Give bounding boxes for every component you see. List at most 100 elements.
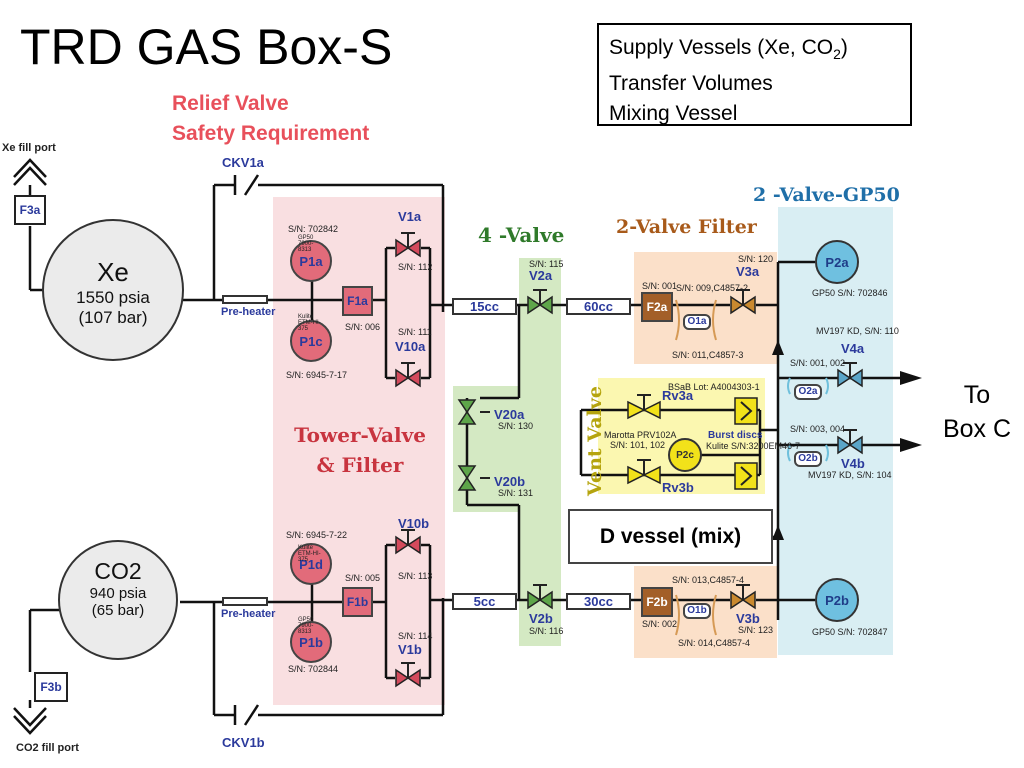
pressure-sensor-p1d: P1d — [290, 543, 332, 585]
co2-fill-port-label: CO2 fill port — [16, 742, 79, 754]
filter-f2a: F2a — [641, 292, 673, 322]
co2-tank: CO2 940 psia (65 bar) — [58, 540, 178, 660]
valve-v4a-label: V4a — [841, 341, 865, 356]
serial-f2a: S/N: 001 — [642, 281, 678, 291]
preheater-xe — [222, 295, 268, 304]
serial-f2a-b: S/N: 009,C4857-2 — [676, 283, 749, 293]
serial-v10b: S/N: 113 — [398, 571, 433, 581]
pressure-sensor-p1a: P1a — [290, 240, 332, 282]
valve-v10a-label: V10a — [395, 339, 426, 354]
orifice-o1a: O1a — [683, 314, 711, 330]
relief-line-2: Safety Requirement — [172, 122, 370, 145]
serial-v20b: S/N: 131 — [498, 488, 534, 498]
legend-line-3: Mixing Vessel — [609, 102, 738, 126]
preheater-co2-label: Pre-heater — [221, 608, 276, 620]
legend-line-2: Transfer Volumes — [609, 72, 773, 96]
valve-rv3b-label: Rv3b — [662, 480, 694, 495]
valve-v2b-label: V2b — [529, 611, 553, 626]
page-title: TRD GAS Box-S — [20, 19, 393, 75]
xe-tank-psia: 1550 psia — [76, 288, 150, 307]
ckv1b-label: CKV1b — [222, 735, 265, 750]
legend-line-1: Supply Vessels (Xe, CO2) — [609, 36, 848, 63]
serial-v4b: MV197 KD, S/N: 104 — [808, 470, 892, 480]
pressure-sensor-p2c: P2c — [668, 438, 702, 472]
serial-v20a: S/N: 130 — [498, 421, 534, 431]
co2-tank-name: CO2 — [94, 558, 142, 584]
burst-discs-label: Burst discs — [708, 430, 763, 441]
co2-tank-psia: 940 psia — [89, 585, 147, 602]
volume-30cc: 30cc — [566, 593, 631, 610]
valve-v4b-label: V4b — [841, 456, 865, 471]
filter-f2b: F2b — [641, 587, 673, 617]
pressure-sensor-p1c: P1c — [290, 320, 332, 362]
serial-p1d: S/N: 6945-7-22 — [286, 530, 348, 540]
ckv1a-label: CKV1a — [222, 155, 264, 170]
serial-v2a: S/N: 115 — [529, 259, 564, 269]
valve-v1b-label: V1b — [398, 642, 422, 657]
valve-v3a-label: V3a — [736, 264, 760, 279]
serial-v3a: S/N: 120 — [738, 254, 774, 264]
valve-v2a-label: V2a — [529, 268, 553, 283]
volume-15cc: 15cc — [452, 298, 517, 315]
serial-bsab: BSaB Lot: A4004303-1 — [668, 382, 760, 392]
tower-section-title: Tower-Valve& Filter — [294, 423, 426, 477]
xe-tank-bar: (107 bar) — [78, 308, 148, 327]
xe-fill-port-label: Xe fill port — [2, 142, 56, 154]
serial-o1b: S/N: 014,C4857-4 — [678, 638, 751, 648]
valve-v20b-label: V20b — [494, 474, 526, 489]
serial-f2b: S/N: 002 — [642, 619, 678, 629]
serial-p2a: GP50 S/N: 702846 — [812, 288, 888, 298]
pressure-sensor-p2b: P2b — [815, 578, 859, 622]
serial-o2b: S/N: 003, 004 — [790, 424, 846, 434]
volume-60cc: 60cc — [566, 298, 631, 315]
four-valve-section-bg — [519, 258, 561, 646]
serial-f1b: S/N: 005 — [345, 573, 381, 583]
model-p1b: GP50 7900-8313 — [298, 617, 314, 635]
serial-f1a: S/N: 006 — [345, 322, 381, 332]
serial-rv: S/N: 101, 102 — [610, 440, 666, 450]
tower-section-bg — [273, 197, 445, 705]
serial-o2a: S/N: 001, 002 — [790, 358, 846, 368]
four-valve-title: 4 -Valve — [478, 223, 565, 247]
serial-p1c: S/N: 6945-7-17 — [286, 370, 348, 380]
preheater-co2 — [222, 597, 268, 606]
filter-f1a: F1a — [342, 286, 373, 316]
filter-f3a: F3a — [14, 195, 46, 225]
serial-v1b: S/N: 114 — [398, 631, 433, 641]
orifice-o2b: O2b — [794, 451, 822, 467]
serial-p1b: S/N: 702844 — [288, 664, 339, 674]
valve-v1a-label: V1a — [398, 209, 422, 224]
serial-o1a: S/N: 011,C4857-3 — [672, 350, 744, 360]
serial-v4a: MV197 KD, S/N: 110 — [816, 326, 899, 336]
co2-tank-bar: (65 bar) — [91, 602, 145, 619]
serial-kulite: Kulite S/N:3200EM46-7 — [706, 441, 801, 451]
orifice-o1b: O1b — [683, 603, 711, 619]
two-valve-filter-title: 2-Valve Filter — [616, 216, 757, 238]
serial-v3b: S/N: 123 — [738, 625, 774, 635]
serial-v10a: S/N: 111 — [398, 327, 432, 337]
valve-rv3a-label: Rv3a — [662, 388, 694, 403]
volume-5cc: 5cc — [452, 593, 517, 610]
model-p1d: Kulite ETM-HI-375 — [298, 545, 321, 563]
serial-marotta: Marotta PRV102A — [604, 430, 677, 440]
valve-v20a-label: V20a — [494, 407, 525, 422]
model-p1c: Kulite ETM-HI-375 — [298, 314, 321, 332]
relief-valve-note: Relief Valve Safety Requirement — [172, 89, 369, 149]
xe-tank-name: Xe — [97, 257, 129, 287]
valve-v10b-label: V10b — [398, 516, 430, 531]
serial-p1a: S/N: 702842 — [288, 224, 339, 234]
legend-box: Supply Vessels (Xe, CO2) Transfer Volume… — [597, 23, 912, 126]
xe-tank: Xe 1550 psia (107 bar) — [42, 219, 184, 361]
serial-p2b: GP50 S/N: 702847 — [812, 627, 888, 637]
vent-valve-title: Vent Valve — [584, 386, 606, 496]
pressure-sensor-p1b: P1b — [290, 621, 332, 663]
serial-f2b-b: S/N: 013,C4857-4 — [672, 575, 745, 585]
pressure-sensor-p2a: P2a — [815, 240, 859, 284]
d-vessel: D vessel (mix) — [568, 509, 773, 564]
valve-v3b-label: V3b — [736, 611, 760, 626]
preheater-xe-label: Pre-heater — [221, 306, 276, 318]
filter-f3b: F3b — [34, 672, 68, 702]
gp50-title: 2 -Valve-GP50 — [753, 184, 900, 206]
